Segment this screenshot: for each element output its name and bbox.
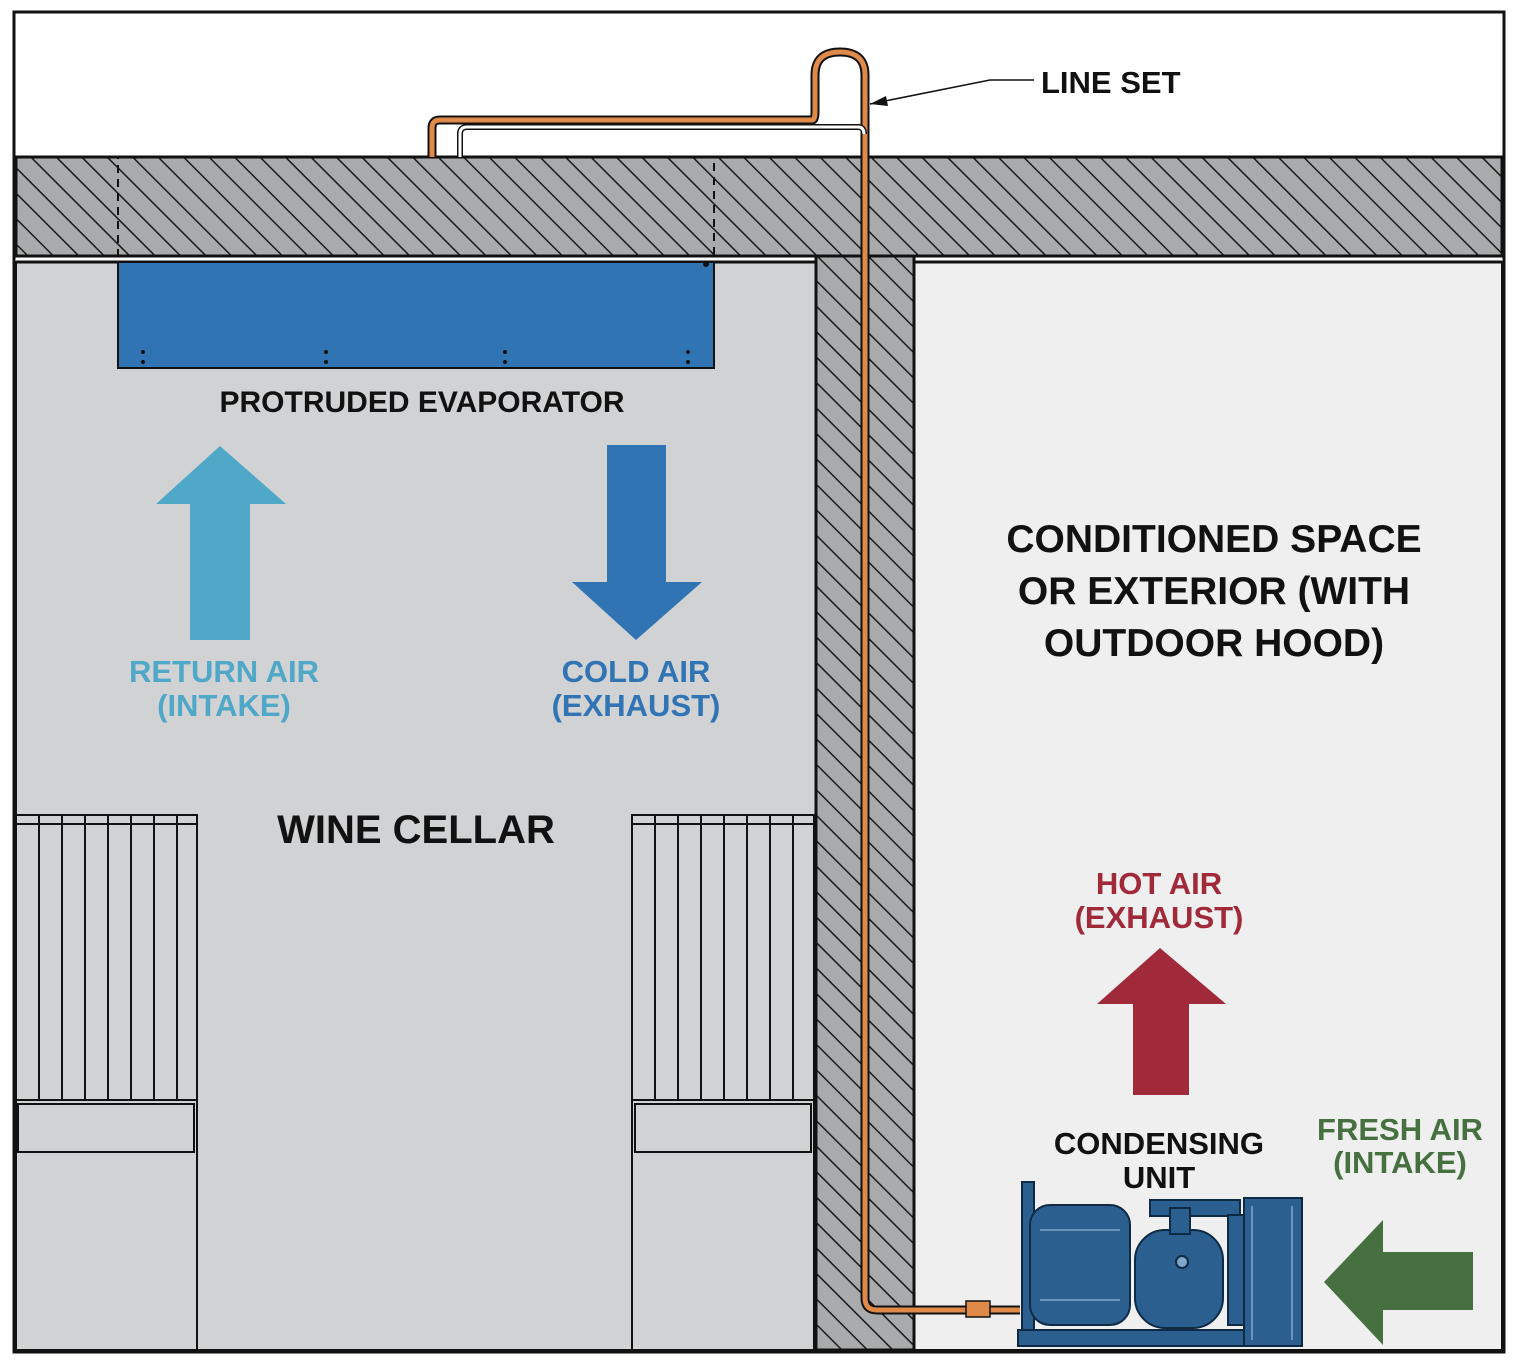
conditioned-space-label-line1: CONDITIONED SPACE (1006, 518, 1421, 561)
wine-cellar-label: WINE CELLAR (277, 808, 555, 852)
wine-rack-left (15, 814, 198, 1351)
protruded-evaporator (117, 261, 715, 369)
conditioned-space-room (913, 261, 1503, 1351)
cold-air-arrow (572, 445, 702, 640)
hot-air-label-line1: HOT AIR (1096, 866, 1222, 901)
fresh-air-arrow (1324, 1220, 1473, 1345)
line-set-label: LINE SET (1041, 65, 1181, 100)
evaporator-mount-dots (141, 261, 709, 364)
condensing-unit-label-line2: UNIT (1123, 1160, 1195, 1195)
hot-air-arrow (1097, 948, 1226, 1095)
line-set-filter-drier (965, 1300, 991, 1318)
conditioned-space-label-line2: OR EXTERIOR (WITH (1018, 570, 1410, 613)
cold-air-label-line2: (EXHAUST) (552, 688, 721, 723)
return-air-label-line2: (INTAKE) (157, 688, 291, 723)
fresh-air-label-line2: (INTAKE) (1333, 1145, 1467, 1180)
return-air-arrow (156, 446, 286, 640)
fresh-air-label-line1: FRESH AIR (1317, 1112, 1483, 1147)
cold-air-label-line1: COLD AIR (562, 654, 711, 689)
wine-rack-right (631, 814, 815, 1351)
condensing-unit (1017, 1181, 1303, 1347)
line-set-leader (869, 79, 1034, 105)
ceiling-wall (14, 155, 1504, 258)
condensing-unit-label-line1: CONDENSING (1054, 1126, 1264, 1161)
hot-air-label-line2: (EXHAUST) (1075, 900, 1244, 935)
line-set-tubing (427, 47, 1020, 1315)
evaporator-label: PROTRUDED EVAPORATOR (219, 386, 624, 419)
return-air-label-line1: RETURN AIR (129, 654, 319, 689)
conditioned-space-label-line3: OUTDOOR HOOD) (1044, 622, 1384, 665)
